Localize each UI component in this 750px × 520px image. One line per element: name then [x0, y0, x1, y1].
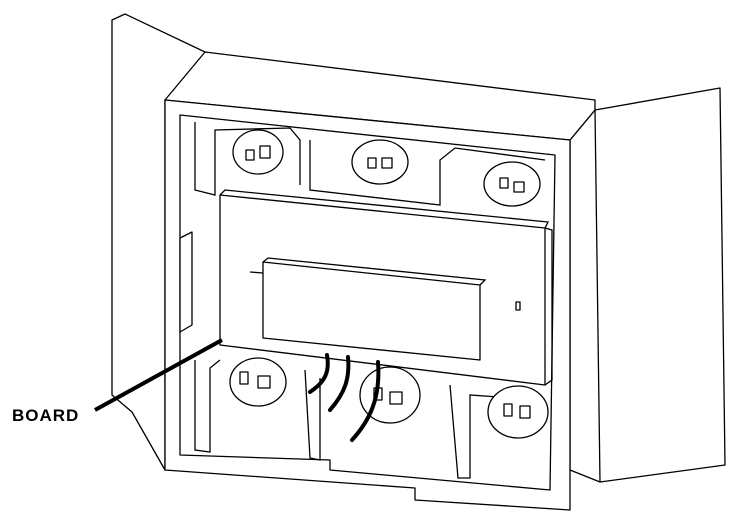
right-wing: [569, 87, 726, 483]
top-frame: [164, 51, 596, 141]
socket-top-left: [232, 129, 284, 175]
socket-bottom-right: [487, 385, 549, 439]
wires: [308, 353, 381, 442]
side-slot: [179, 231, 193, 333]
board-callout-label: BOARD: [12, 406, 80, 425]
board-leader-line: [94, 338, 223, 412]
socket-top-right: [483, 161, 541, 207]
socket-top-middle: [351, 139, 409, 185]
chip: [262, 261, 481, 361]
socket-bottom-left: [229, 357, 287, 407]
